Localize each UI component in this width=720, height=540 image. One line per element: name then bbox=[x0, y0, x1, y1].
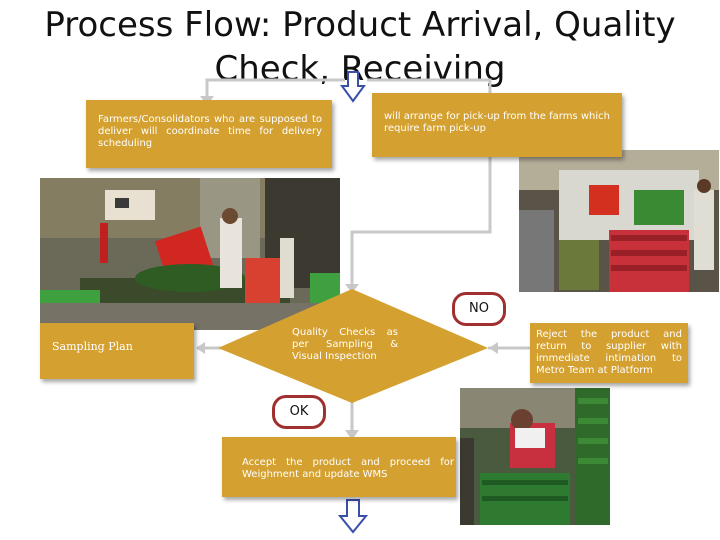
photo-worker-inspection bbox=[460, 388, 610, 525]
title-line-1: Process Flow: Product Arrival, Quality bbox=[44, 5, 676, 45]
farm-pickup-text: will arrange for pick-up from the farms … bbox=[384, 111, 610, 134]
accept-product-box: Accept the product and proceed for Weigh… bbox=[222, 437, 456, 497]
farmers-coordination-box: Farmers/Consolidators who are supposed t… bbox=[86, 100, 332, 168]
page-title: Process Flow: Product Arrival, Quality C… bbox=[0, 0, 720, 94]
ok-label: OK bbox=[289, 404, 309, 419]
sampling-plan-text: Sampling Plan bbox=[52, 340, 133, 353]
quality-check-text: Quality Checks as per Sampling & Visual … bbox=[292, 327, 398, 362]
photo-truck-crates bbox=[519, 150, 719, 292]
farm-pickup-box: will arrange for pick-up from the farms … bbox=[372, 93, 622, 157]
accept-product-text: Accept the product and proceed for Weigh… bbox=[242, 457, 454, 480]
no-label: NO bbox=[469, 301, 489, 316]
reject-product-box: Reject the product and return to supplie… bbox=[530, 323, 688, 383]
no-badge: NO bbox=[452, 292, 506, 326]
reject-product-text: Reject the product and return to supplie… bbox=[536, 329, 682, 376]
farmers-coordination-text: Farmers/Consolidators who are supposed t… bbox=[98, 114, 322, 149]
sampling-plan-box: Sampling Plan bbox=[40, 323, 194, 379]
ok-badge: OK bbox=[272, 395, 326, 429]
